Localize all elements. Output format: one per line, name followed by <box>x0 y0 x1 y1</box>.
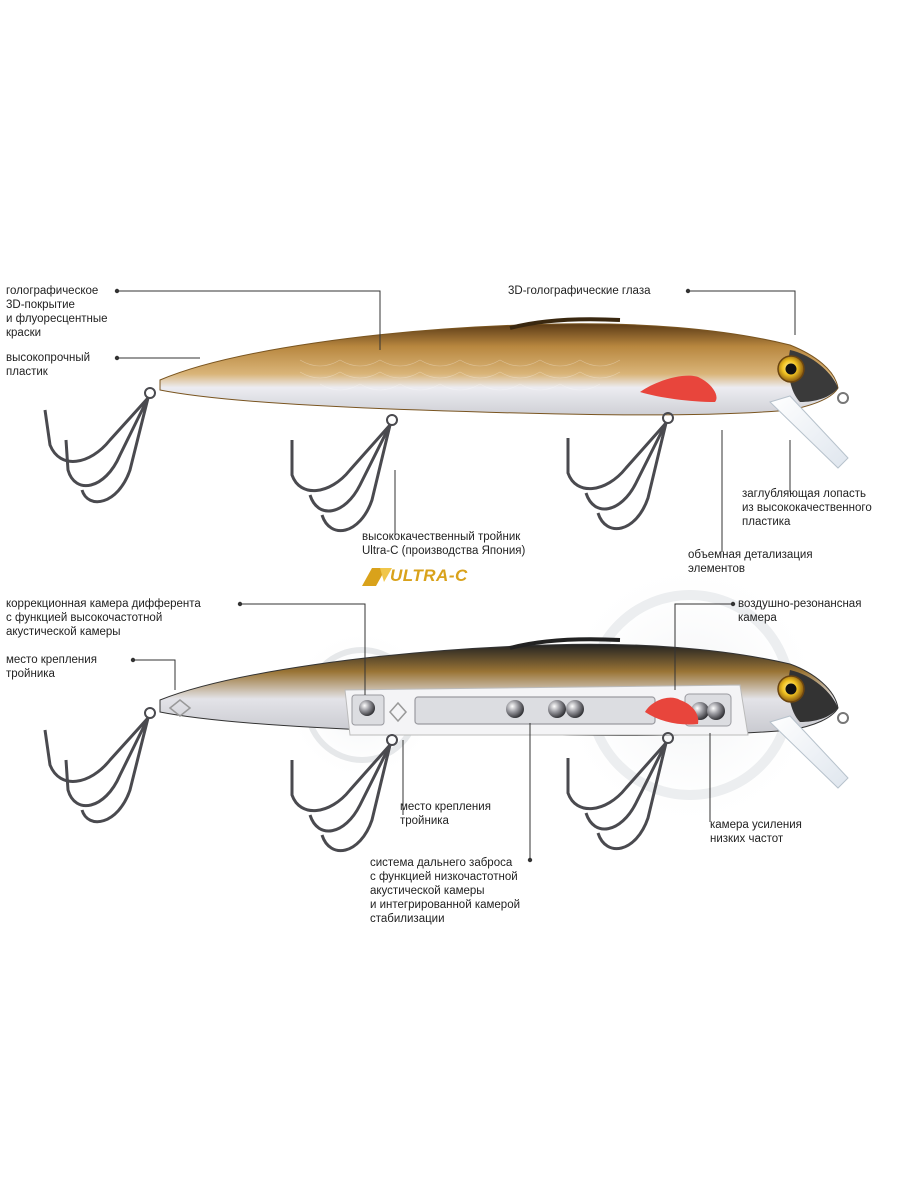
label-plastic-line-1: высокопрочный <box>6 352 91 364</box>
label-attach-left-line-2: тройника <box>6 668 55 680</box>
label-detail-line-1: объемная детализация <box>688 549 813 561</box>
lower-lure-pupil <box>785 683 797 695</box>
label-attach-mid-line-1: место крепления <box>400 801 491 813</box>
label-air-resonance-chamber: воздушно-резонансная камера <box>738 597 861 625</box>
label-eyes-line-1: 3D-голографические глаза <box>508 285 651 297</box>
label-lowfreq-line-1: камера усиления <box>710 819 802 831</box>
lower-leader-dots <box>130 601 736 863</box>
label-plastic-line-2: пластик <box>6 366 48 378</box>
label-detail-line-2: элементов <box>688 563 746 575</box>
cast-ball-1 <box>506 700 524 718</box>
label-cast-line-5: стабилизации <box>370 913 445 925</box>
label-cast-line-4: и интегрированной камерой <box>370 899 521 911</box>
label-cast-line-2: с функцией низкочастотной <box>370 871 518 883</box>
lower-lure-back-ridge <box>509 637 621 650</box>
label-trim-line-3: акустической камеры <box>6 626 121 638</box>
upper-lure-scales <box>299 359 621 391</box>
lower-hook-tail <box>43 707 156 824</box>
label-hook-line-2: Ultra-C (производства Япония) <box>362 545 526 557</box>
label-cast-line-3: акустической камеры <box>370 885 485 897</box>
label-lip-line-1: заглубляющая лопасть <box>742 488 866 500</box>
upper-leader-lines <box>117 290 796 552</box>
label-attach-left-line-1: место крепления <box>6 654 97 666</box>
upper-lure-body <box>159 323 839 416</box>
upper-hook-front <box>566 412 674 531</box>
lower-hook-middle <box>290 734 398 853</box>
label-long-cast-system: система дальнего заброса с функцией низк… <box>370 856 520 926</box>
trim-chamber-ball <box>359 700 375 716</box>
upper-lure-gill <box>640 375 717 402</box>
label-hook-attachment-middle: место крепления тройника <box>400 800 491 828</box>
label-lip-line-2: из высококачественного <box>742 502 872 514</box>
label-air-line-2: камера <box>738 612 777 624</box>
lower-lure-gill <box>645 697 699 725</box>
label-cast-line-1: система дальнего заброса <box>370 857 513 869</box>
upper-lure <box>43 288 849 552</box>
label-hologram-line-1: голографическое <box>6 285 99 297</box>
lower-lure-line-tie <box>837 712 849 724</box>
label-hook-attachment-left: место крепления тройника <box>6 653 97 681</box>
label-trim-line-2: с функцией высокочастотной <box>6 612 163 624</box>
label-high-strength-plastic: высокопрочный пластик <box>6 351 90 379</box>
upper-hook-middle <box>290 414 398 533</box>
label-hologram-line-2: 3D-покрытие <box>6 299 75 311</box>
lower-hook-front <box>566 732 674 851</box>
label-hologram-line-3: и флуоресцентные <box>6 313 108 325</box>
label-attach-mid-line-2: тройника <box>400 815 449 827</box>
ultra-c-logo-mark <box>362 568 392 586</box>
upper-lure-back-ridge <box>509 317 621 330</box>
label-3d-eyes: 3D-голографические глаза <box>508 284 651 298</box>
ultra-c-logo-text: ULTRA-C <box>390 566 468 585</box>
label-hologram-line-4: краски <box>6 327 42 339</box>
lower-lure-lip <box>769 715 849 789</box>
label-lip-line-3: пластика <box>742 516 791 528</box>
label-air-line-1: воздушно-резонансная <box>738 598 862 610</box>
label-low-frequency-chamber: камера усиления низких частот <box>710 818 802 846</box>
upper-lure-pupil <box>785 363 797 375</box>
cast-ball-2 <box>548 700 566 718</box>
attach-diamond-tail <box>168 699 192 717</box>
label-hook-line-1: высококачественный тройник <box>362 531 521 543</box>
label-hologram-coating: голографическое 3D-покрытие и флуоресцен… <box>6 284 108 340</box>
label-ultra-c-hook: высококачественный тройник Ultra-C (прои… <box>362 530 525 558</box>
cast-ball-3 <box>566 700 584 718</box>
long-cast-chamber <box>414 696 656 725</box>
attach-diamond-middle <box>388 701 408 723</box>
label-trim-line-1: коррекционная камера дифферента <box>6 598 201 610</box>
lowfreq-ball-2 <box>707 702 725 720</box>
upper-hook-tail <box>43 387 156 504</box>
upper-lure-lip <box>769 395 849 469</box>
label-detailing: объемная детализация элементов <box>688 548 813 576</box>
lower-leader-lines <box>133 603 733 860</box>
upper-lure-line-tie <box>837 392 849 404</box>
lower-lure <box>43 555 849 863</box>
upper-leader-dots <box>114 288 691 361</box>
label-lowfreq-line-2: низких частот <box>710 833 784 845</box>
label-diving-lip: заглубляющая лопасть из высококачественн… <box>742 487 872 529</box>
label-trim-chamber: коррекционная камера дифферента с функци… <box>6 597 201 639</box>
